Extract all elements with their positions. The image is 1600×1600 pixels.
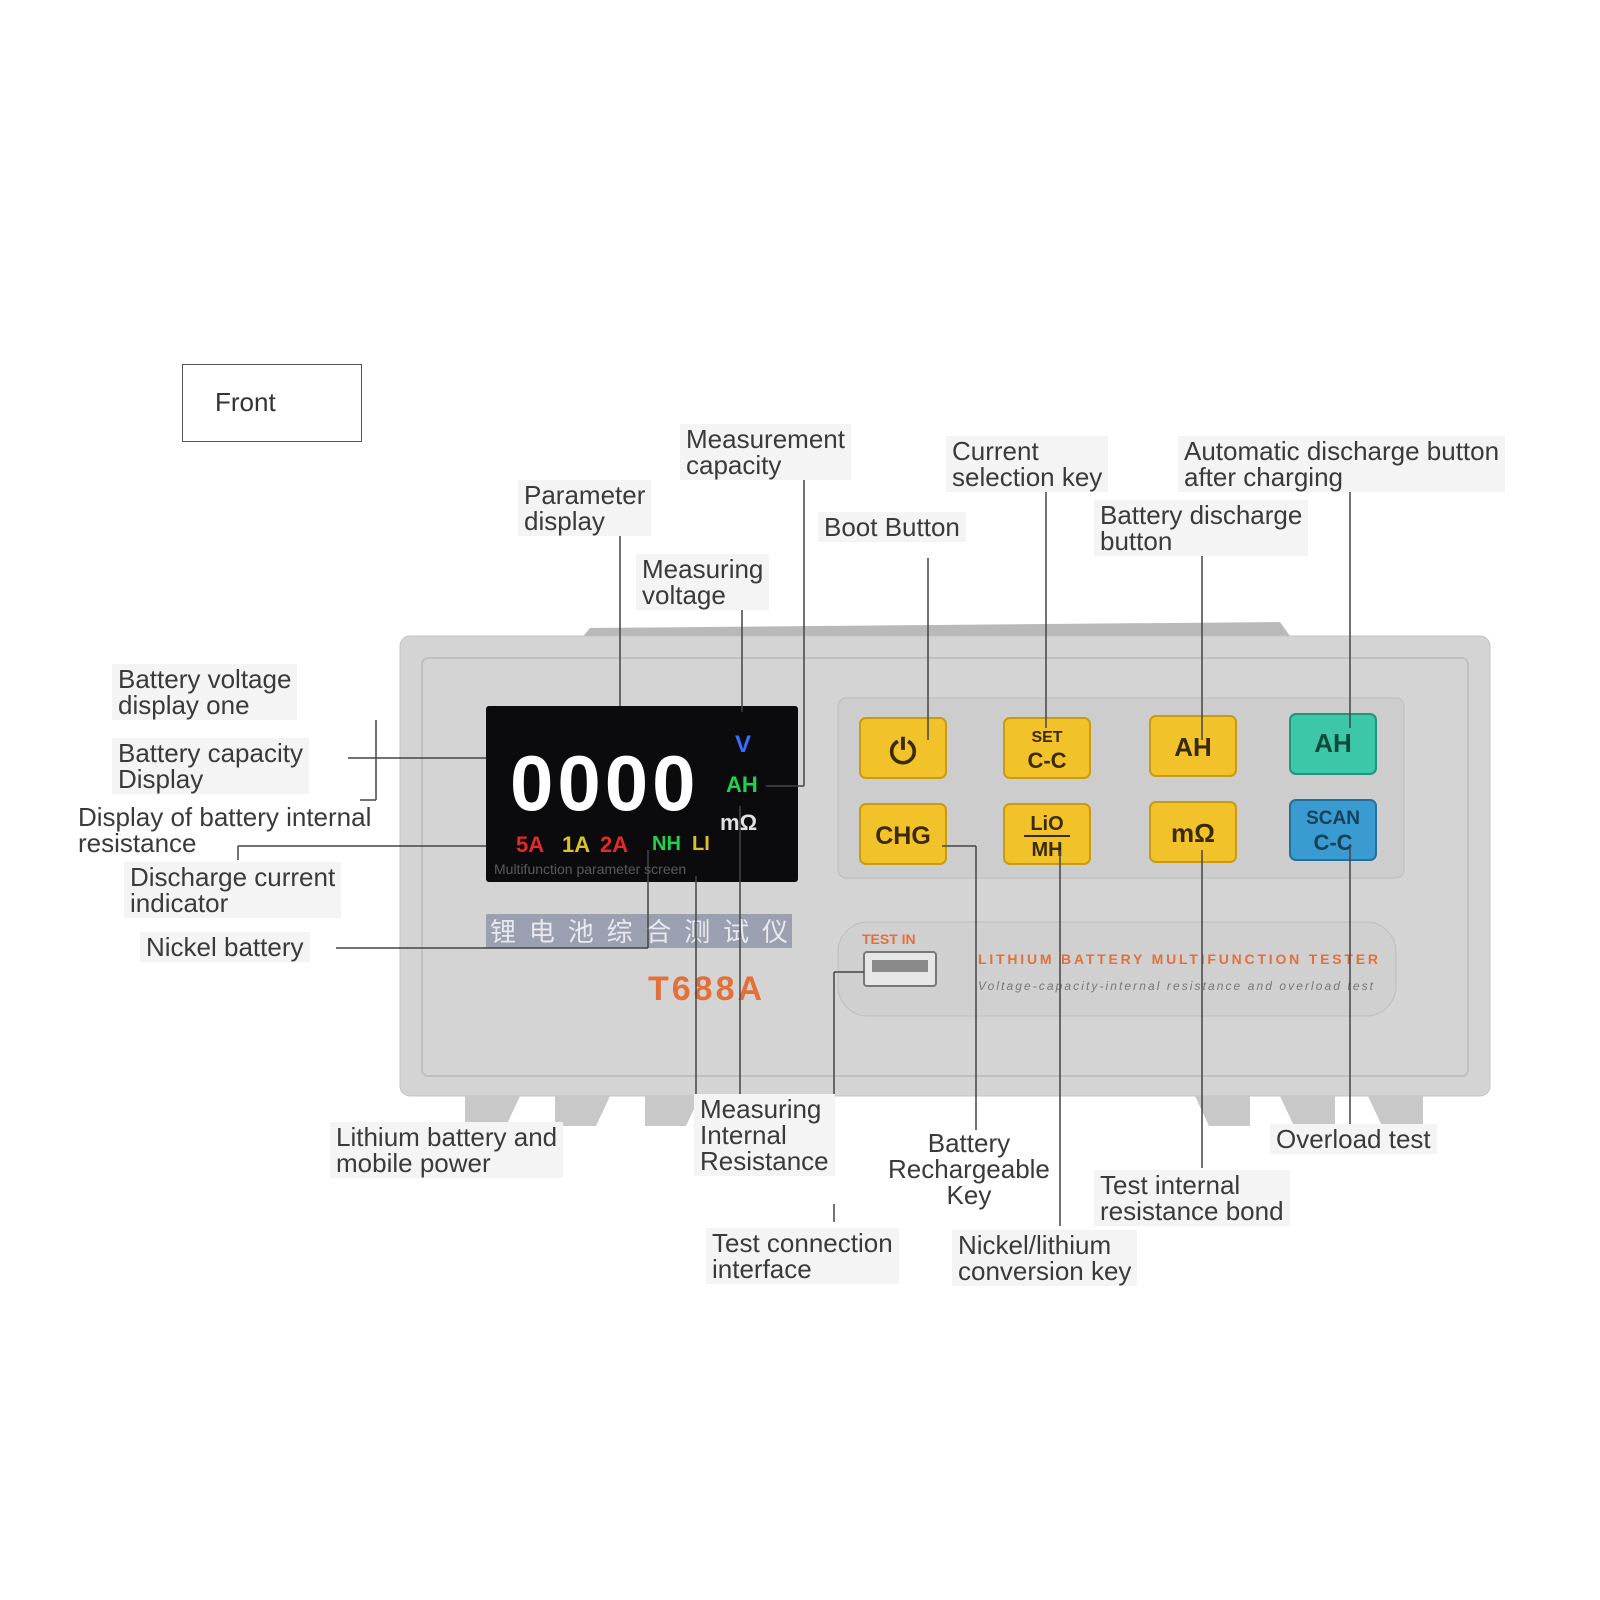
screen-caption: Multifunction parameter screen	[494, 861, 686, 877]
type-nh: NH	[652, 833, 681, 855]
label-battery-discharge: Battery discharge button	[1094, 500, 1309, 556]
leader-lines	[237, 470, 1351, 1226]
current-1a: 1A	[562, 832, 590, 857]
key-panel	[837, 697, 1405, 879]
label-test-internal-resistance-bond: Test internal resistance bond	[1094, 1170, 1290, 1226]
boot-button[interactable]: ⏻	[859, 717, 947, 779]
overload-test-key[interactable]: SCAN C-C	[1289, 799, 1377, 861]
type-li: LI	[692, 833, 710, 855]
current-5a: 5A	[516, 832, 544, 857]
label-nickel-lithium-key: Nickel/lithium conversion key	[952, 1230, 1138, 1286]
label-measurement-capacity: Measurement capacity	[680, 424, 851, 480]
ah-key-label: AH	[1174, 732, 1212, 762]
usb-test-port[interactable]	[863, 951, 937, 987]
model-name: T688A	[648, 970, 765, 1008]
power-icon: ⏻	[890, 733, 917, 771]
mohm-key-label: mΩ	[1171, 818, 1215, 848]
label-auto-discharge: Automatic discharge button after chargin…	[1178, 436, 1506, 492]
info-capsule	[837, 921, 1397, 1017]
test-in-label: TEST IN	[862, 931, 916, 947]
auto-discharge-button[interactable]: AH	[1289, 713, 1377, 775]
label-current-selection-key: Current selection key	[946, 436, 1109, 492]
label-internal-resistance-display: Display of battery internal resistance	[78, 802, 372, 858]
label-measuring-internal-resistance: Measuring Internal Resistance	[694, 1094, 835, 1176]
battery-discharge-button[interactable]: AH	[1149, 715, 1237, 777]
test-internal-resistance-key[interactable]: mΩ	[1149, 801, 1237, 863]
unit-v: V	[735, 731, 751, 758]
scan-key-top: SCAN	[1306, 808, 1360, 829]
battery-rechargeable-key[interactable]: CHG	[859, 803, 947, 865]
unit-ah: AH	[726, 772, 758, 797]
label-boot-button: Boot Button	[818, 512, 966, 542]
ah2-key-label: AH	[1314, 728, 1352, 758]
lio-key-bottom: MH	[1031, 839, 1062, 861]
nickel-lithium-conversion-key[interactable]: LiO MH	[1003, 803, 1091, 865]
label-battery-voltage-display-one: Battery voltage display one	[112, 664, 298, 720]
device-bezel	[421, 657, 1469, 1077]
current-selection-key[interactable]: SET C-C	[1003, 717, 1091, 779]
label-overload-test: Overload test	[1270, 1124, 1437, 1154]
display-digits: 0000	[510, 739, 700, 827]
set-key-top: SET	[1031, 729, 1062, 746]
parameter-screen	[486, 706, 798, 882]
label-measuring-voltage: Measuring voltage	[636, 554, 770, 610]
label-discharge-current-indicator: Discharge current indicator	[124, 862, 342, 918]
front-label: Front	[215, 387, 276, 417]
label-battery-rechargeable-key: Battery Rechargeable Key	[888, 1128, 1050, 1210]
label-test-connection-interface: Test connection interface	[706, 1228, 899, 1284]
scan-key-bottom: C-C	[1313, 830, 1352, 855]
chinese-title-plate	[486, 914, 792, 948]
unit-mohm: mΩ	[720, 810, 757, 835]
chg-key-label: CHG	[875, 822, 931, 850]
label-lithium-mobile-power: Lithium battery and mobile power	[330, 1122, 564, 1178]
label-nickel-battery: Nickel battery	[140, 932, 310, 962]
set-key-bottom: C-C	[1027, 748, 1066, 773]
sub-line: Voltage-capacity-internal resistance and…	[978, 979, 1374, 993]
current-2a: 2A	[600, 832, 628, 857]
label-parameter-display: Parameter display	[518, 480, 652, 536]
front-label-box: Front	[182, 364, 362, 442]
label-battery-capacity-display: Battery capacity Display	[112, 738, 309, 794]
lio-key-top: LiO	[1030, 813, 1063, 835]
device-feet	[465, 1096, 1423, 1126]
